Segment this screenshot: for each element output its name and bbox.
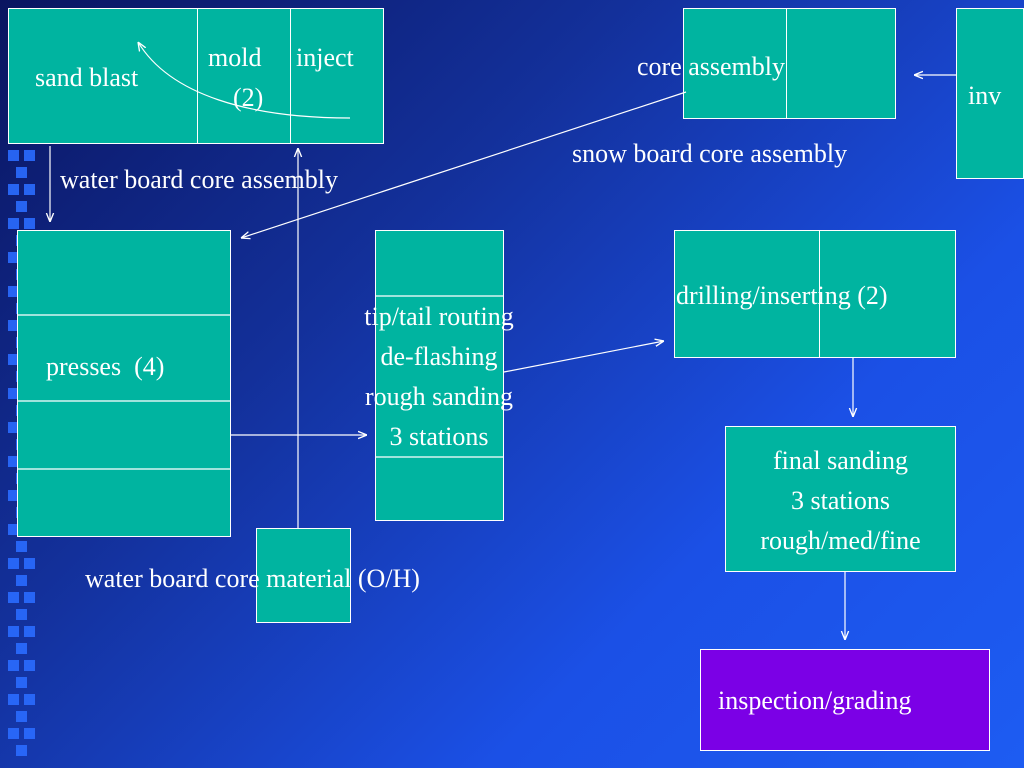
routing-station-box[interactable]	[375, 230, 504, 521]
inspection-grading-box[interactable]	[700, 649, 990, 751]
mold-box[interactable]	[197, 8, 291, 144]
core-assembly-label: core assembly	[637, 52, 786, 81]
routing-to-drilling-arrow	[503, 341, 664, 373]
water-board-core-assembly-label: water board core assembly	[60, 165, 338, 194]
core-assembly-box-left[interactable]	[683, 8, 787, 119]
presses-box[interactable]	[17, 230, 231, 537]
return-curve-arrow	[138, 42, 351, 119]
presses-label: presses (4)	[46, 352, 165, 381]
mold-count-label: (2)	[233, 83, 264, 112]
water-board-core-material-label: water board core material (O/H)	[85, 564, 420, 593]
sand-blast-label: sand blast	[35, 63, 139, 92]
inspection-grading-label: inspection/grading	[718, 686, 912, 715]
core-assembly-to-presses-arrow	[241, 91, 687, 238]
drilling-box-right[interactable]	[819, 230, 956, 358]
core-assembly-box-right[interactable]	[786, 8, 896, 119]
inv-box[interactable]	[956, 8, 1024, 179]
final-sanding-label: final sanding 3 stations rough/med/fine	[760, 446, 921, 555]
core-material-box[interactable]	[256, 528, 351, 623]
drilling-label: drilling/inserting (2)	[676, 281, 888, 310]
mold-label: mold	[208, 43, 262, 72]
inject-box[interactable]	[290, 8, 384, 144]
final-sanding-box[interactable]	[725, 426, 956, 572]
snow-board-core-assembly-label: snow board core assembly	[572, 139, 848, 168]
sand-blast-box[interactable]	[8, 8, 198, 144]
routing-station-label: tip/tail routing de-flashing rough sandi…	[364, 302, 514, 451]
inject-label: inject	[296, 43, 354, 72]
inv-label: inv	[968, 81, 1002, 110]
